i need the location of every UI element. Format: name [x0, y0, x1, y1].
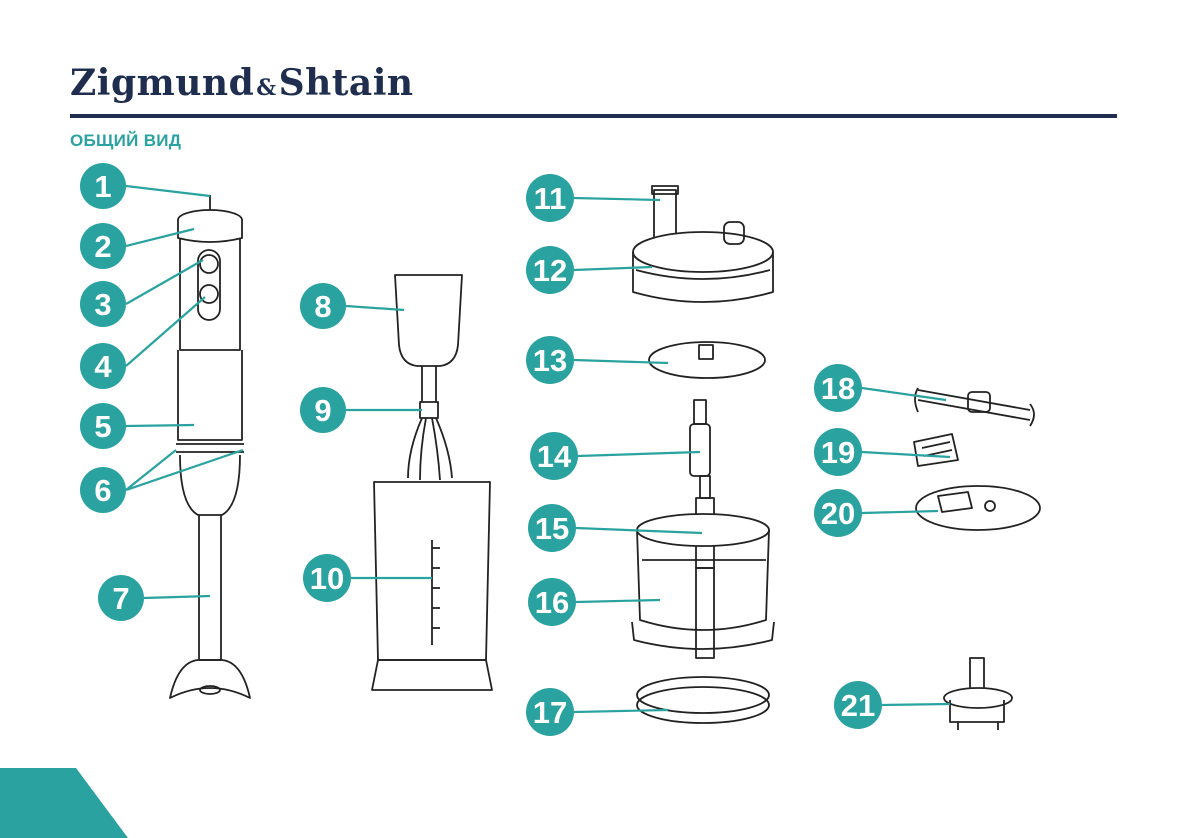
callout-10: 10: [303, 554, 351, 602]
callout-18: 18: [814, 364, 862, 412]
callout-label: 19: [821, 435, 855, 470]
callout-label: 18: [821, 371, 855, 406]
callout-7: 7: [98, 575, 144, 621]
callout-8: 8: [300, 283, 346, 329]
callout-label: 8: [314, 289, 331, 324]
callout-9: 9: [300, 387, 346, 433]
callout-14: 14: [530, 432, 578, 480]
callout-label: 13: [533, 343, 567, 378]
callout-label: 9: [314, 393, 331, 428]
callout-label: 14: [537, 439, 572, 474]
callout-label: 17: [533, 695, 567, 730]
callout-label: 15: [535, 511, 569, 546]
callout-label: 12: [533, 253, 567, 288]
slotted-disc-drawing: [916, 486, 1040, 530]
callout-label: 5: [94, 409, 111, 444]
callout-label: 6: [94, 473, 111, 508]
callout-label: 4: [94, 349, 112, 384]
callout-21: 21: [834, 681, 882, 729]
callout-4: 4: [80, 343, 126, 389]
callout-label: 1: [94, 169, 111, 204]
callout-3: 3: [80, 281, 126, 327]
callout-11: 11: [526, 174, 574, 222]
callout-label: 16: [535, 585, 569, 620]
adapter-drawing: [944, 658, 1012, 730]
chopper-lid-drawing: [633, 186, 773, 302]
callout-6: 6: [80, 467, 126, 513]
callout-label: 20: [821, 496, 855, 531]
grater-drawing: [914, 434, 958, 466]
callout-13: 13: [526, 336, 574, 384]
callout-label: 2: [94, 229, 111, 264]
bowl-drawing: [632, 476, 774, 658]
callout-17: 17: [526, 688, 574, 736]
ring-drawing: [637, 677, 769, 723]
shaft-drawing: [690, 400, 710, 476]
callout-2: 2: [80, 223, 126, 269]
callout-label: 7: [112, 581, 129, 616]
callout-19: 19: [814, 428, 862, 476]
disc-drawing: [649, 342, 765, 378]
beaker-drawing: [372, 482, 492, 690]
callout-16: 16: [528, 578, 576, 626]
callout-label: 11: [534, 181, 567, 216]
callout-1: 1: [80, 163, 126, 209]
callout-12: 12: [526, 246, 574, 294]
callout-label: 10: [310, 561, 344, 596]
blender-drawing: [170, 195, 250, 698]
corner-accent: [0, 768, 128, 838]
callout-20: 20: [814, 489, 862, 537]
blade-drawing: [915, 388, 1034, 426]
callout-15: 15: [528, 504, 576, 552]
callout-label: 21: [841, 688, 875, 723]
whisk-drawing: [395, 275, 462, 480]
callout-label: 3: [94, 287, 111, 322]
callout-5: 5: [80, 403, 126, 449]
